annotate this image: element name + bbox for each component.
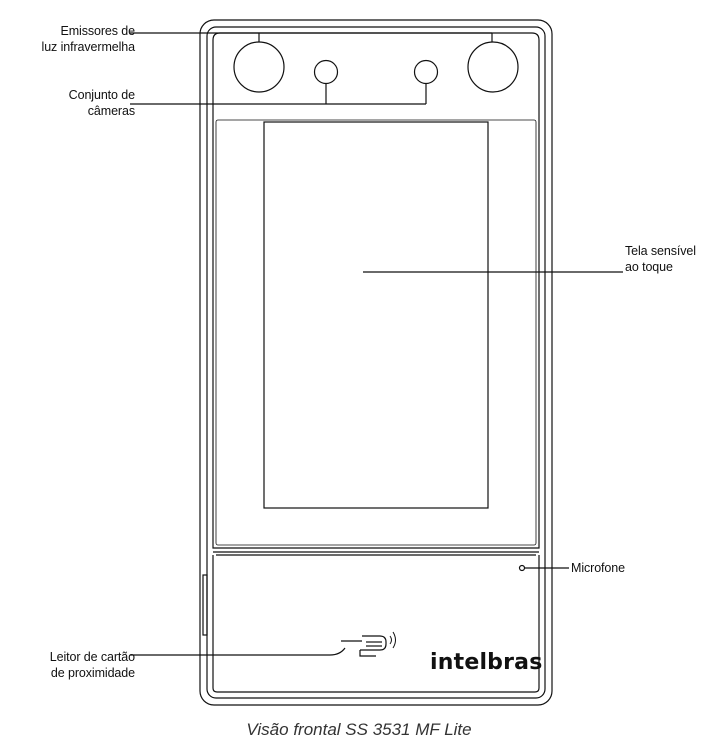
label-ir-emitters: Emissores de luz infravermelha [41, 24, 136, 54]
label-microphone: Microfone [571, 561, 625, 575]
label-camera-set: Conjunto de câmeras [68, 88, 135, 118]
lower-panel-outline [212, 555, 540, 693]
ir-emitter-right [467, 41, 519, 93]
device-inner-frame [206, 26, 546, 699]
top-panel-outline [212, 32, 540, 549]
label-card-reader: Leitor de cartão de proximidade [49, 650, 135, 680]
side-button [202, 574, 208, 636]
ir-emitter-left [233, 41, 285, 93]
callout-emissores [130, 32, 493, 42]
microphone-hole [518, 564, 526, 572]
label-touch-screen: Tela sensível ao toque [625, 244, 696, 274]
device-outer-frame [199, 19, 553, 706]
camera-right [413, 59, 439, 85]
brand-logo: intelbras [430, 650, 543, 675]
screen-bezel [215, 119, 537, 546]
figure-caption: Visão frontal SS 3531 MF Lite [246, 720, 472, 739]
card-reader-icon [341, 631, 396, 657]
touch-screen [263, 121, 489, 509]
callout-leitor [130, 647, 346, 656]
callout-cameras [130, 84, 427, 105]
camera-left [313, 59, 339, 85]
